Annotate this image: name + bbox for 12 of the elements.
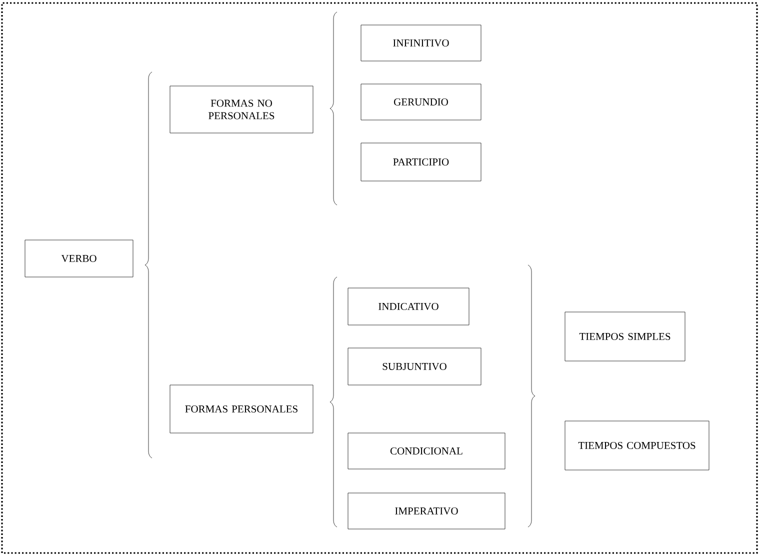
term-box: FORMAS NO PERSONALES xyxy=(170,86,314,134)
term-box: CONDICIONAL xyxy=(348,432,506,470)
term-box: IMPERATIVO xyxy=(348,492,506,530)
term-box: VERBO xyxy=(24,240,134,278)
term-box: GERUNDIO xyxy=(360,84,482,120)
term-box: SUBJUNTIVO xyxy=(348,348,482,386)
term-box: FORMAS PERSONALES xyxy=(170,384,314,434)
term-box: PARTICIPIO xyxy=(360,142,482,182)
term-box: INDICATIVO xyxy=(348,288,470,326)
term-box: INFINITIVO xyxy=(360,24,482,62)
term-box: TIEMPOS SIMPLES xyxy=(564,312,686,362)
term-box: TIEMPOS COMPUESTOS xyxy=(564,420,710,470)
